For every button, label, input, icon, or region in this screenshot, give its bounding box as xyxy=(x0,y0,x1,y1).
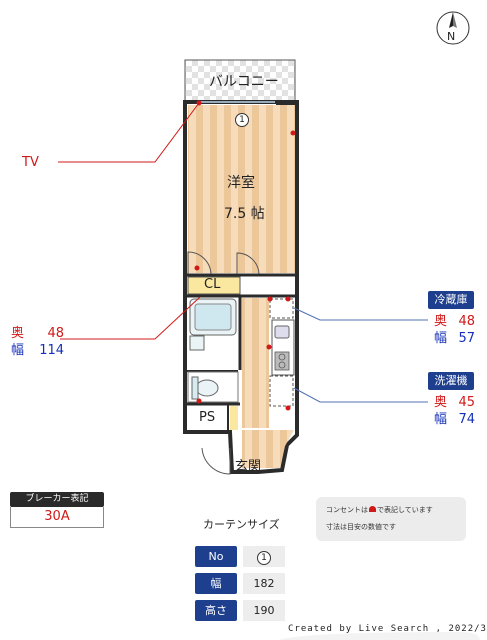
note-line-1a: コンセントは xyxy=(326,506,368,514)
curtain-no-value: 1 xyxy=(243,546,285,567)
bed-width-row: 幅 114 xyxy=(11,342,64,359)
closet-label: CL xyxy=(204,277,221,292)
fridge-space xyxy=(269,298,294,319)
entrance-floor xyxy=(242,430,294,468)
western-room-size: 7.5 帖 xyxy=(224,206,265,222)
window-number-badge: 1 xyxy=(235,113,249,127)
breaker-box: ブレーカー表記 30A xyxy=(10,492,104,528)
bed-callout: 奥 48 幅 114 xyxy=(11,325,64,359)
western-room-label: 洋室 xyxy=(227,175,255,191)
stove-icon xyxy=(274,351,290,371)
pipe-space-label: PS xyxy=(199,410,216,425)
washer-depth-label: 奥 xyxy=(434,395,448,410)
curtain-width-label: 幅 xyxy=(195,573,237,594)
room-door xyxy=(187,251,260,276)
note-line-2: 寸法は目安の数値です xyxy=(326,523,396,531)
bed-depth-value: 48 xyxy=(47,326,65,341)
curtain-title: カーテンサイズ xyxy=(203,518,280,531)
toilet-bowl xyxy=(195,379,219,397)
curtain-table: No 1 幅 182 高さ 190 xyxy=(195,546,285,621)
curtain-height-label: 高さ xyxy=(195,600,237,621)
closet-area xyxy=(187,276,241,295)
washer-width-value: 74 xyxy=(458,412,476,427)
kitchen-sink xyxy=(274,325,290,339)
bath-sink xyxy=(189,335,205,351)
curtain-no-badge: 1 xyxy=(257,551,271,565)
fridge-depth-value: 48 xyxy=(458,314,476,329)
leader-lines xyxy=(58,102,428,403)
outlet-markers xyxy=(194,100,296,411)
breaker-title: ブレーカー表記 xyxy=(10,492,104,507)
washer-depth-value: 45 xyxy=(458,395,476,410)
curtain-row-no: No 1 xyxy=(195,546,285,567)
corridor-floor xyxy=(242,298,269,428)
washer-width-row: 幅 74 xyxy=(434,411,475,428)
washer-title: 洗濯機 xyxy=(428,372,474,390)
bed-depth-label: 奥 xyxy=(11,326,25,341)
curtain-height-value: 190 xyxy=(243,600,285,621)
fridge-depth-row: 奥 48 xyxy=(434,313,475,330)
fridge-title: 冷蔵庫 xyxy=(428,291,474,309)
tv-label: TV xyxy=(22,155,39,170)
curtain-no-label: No xyxy=(195,546,237,567)
compass-label: N xyxy=(447,30,456,43)
entrance-label: 玄関 xyxy=(235,459,262,474)
entrance-door xyxy=(201,447,231,475)
compass-icon xyxy=(436,11,470,45)
note-line-1b: で表記しています xyxy=(377,506,433,514)
curtain-row-height: 高さ 190 xyxy=(195,600,285,621)
washer-space xyxy=(269,375,294,407)
fridge-width-row: 幅 57 xyxy=(434,330,475,347)
fridge-width-value: 57 xyxy=(458,331,476,346)
bed-width-value: 114 xyxy=(39,343,65,358)
breaker-value: 30A xyxy=(10,507,104,528)
note-line-1: コンセントは で表記しています xyxy=(326,502,456,519)
window-number: 1 xyxy=(235,107,249,127)
washer-width-label: 幅 xyxy=(434,412,448,427)
bed-depth-row: 奥 48 xyxy=(11,325,64,342)
washer-depth-row: 奥 45 xyxy=(434,394,475,411)
note-box: コンセントは で表記しています 寸法は目安の数値です xyxy=(316,497,466,541)
fridge-callout: 奥 48 幅 57 xyxy=(434,313,475,347)
fridge-depth-label: 奥 xyxy=(434,314,448,329)
fridge-width-label: 幅 xyxy=(434,331,448,346)
washer-callout: 奥 45 幅 74 xyxy=(434,394,475,428)
footer-credit: Created by Live Search , 2022/3 xyxy=(288,624,487,634)
bed-width-label: 幅 xyxy=(11,343,25,358)
balcony-area xyxy=(184,59,296,103)
balcony-label: バルコニー xyxy=(209,74,279,90)
curtain-width-value: 182 xyxy=(243,573,285,594)
outlet-icon xyxy=(369,506,376,512)
western-room-floor xyxy=(188,105,295,273)
curtain-row-width: 幅 182 xyxy=(195,573,285,594)
